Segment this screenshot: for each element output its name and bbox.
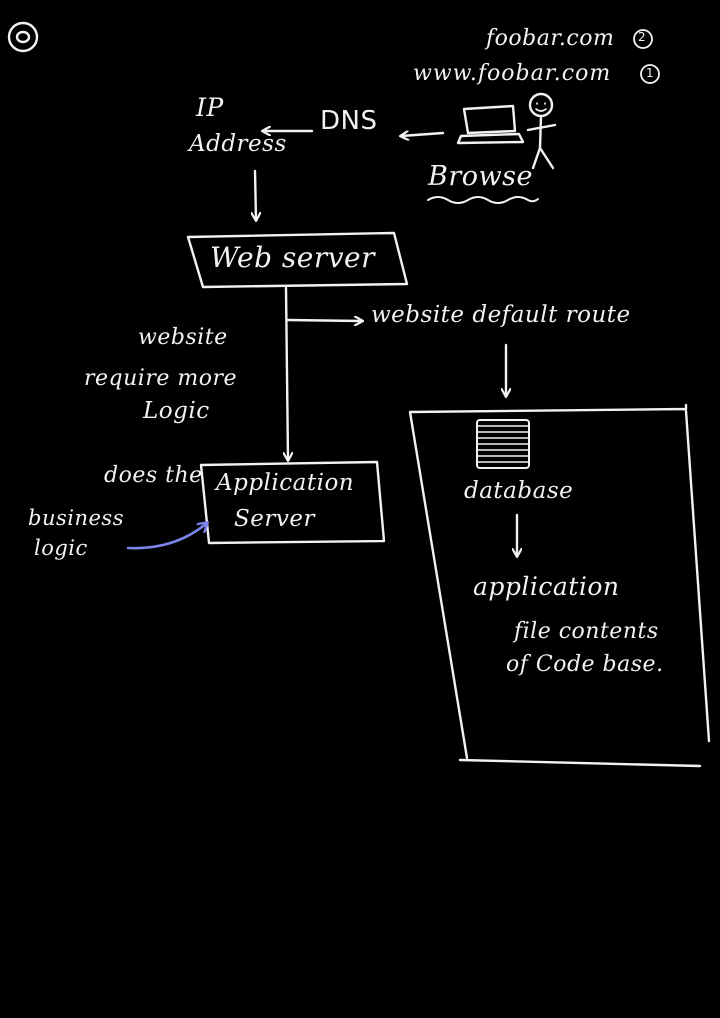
side-note-line1: website bbox=[138, 325, 228, 350]
codebase-box bbox=[408, 403, 711, 768]
app-server-label-line1: Application bbox=[216, 470, 355, 496]
business-logic-line2: logic bbox=[34, 536, 88, 560]
database-icon bbox=[476, 419, 530, 469]
secondary-domain-marker: 2 bbox=[638, 30, 647, 44]
browse-label: Browse bbox=[428, 161, 533, 192]
arrow-business-logic-to-appserver bbox=[126, 523, 207, 550]
default-route-label: website default route bbox=[371, 302, 631, 328]
primary-domain-label: www.foobar.com bbox=[413, 61, 612, 86]
side-note-line2: require more bbox=[84, 366, 237, 391]
secondary-domain-label: foobar.com bbox=[486, 26, 615, 51]
web-server-label: Web server bbox=[210, 241, 375, 274]
browse-underline bbox=[427, 196, 539, 204]
laptop-icon bbox=[456, 104, 525, 145]
primary-domain-marker: 1 bbox=[646, 66, 655, 80]
database-label: database bbox=[464, 478, 574, 504]
arrow-ip-to-webserver bbox=[255, 169, 256, 220]
file-contents-line1: file contents bbox=[514, 619, 659, 644]
arrow-webserver-to-default-route bbox=[285, 320, 362, 321]
ip-label-line2: Address bbox=[189, 131, 287, 157]
app-server-prefix: does the bbox=[104, 463, 203, 488]
app-server-label-line2: Server bbox=[234, 506, 315, 532]
dns-label: DNS bbox=[320, 106, 378, 136]
domain-marker-circle-1 bbox=[640, 64, 660, 84]
arrow-browser-to-dns bbox=[401, 133, 445, 136]
ip-label-line1: IP bbox=[196, 93, 224, 122]
page-number-circle bbox=[7, 21, 39, 53]
user-icon bbox=[526, 92, 557, 170]
app-server-box bbox=[199, 460, 386, 545]
application-label: application bbox=[473, 572, 620, 601]
arrow-webserver-to-appserver bbox=[286, 286, 288, 460]
business-logic-line1: business bbox=[28, 506, 124, 530]
side-note-line3: Logic bbox=[143, 398, 210, 424]
page-number-inner-ring bbox=[15, 30, 31, 44]
domain-marker-circle-2 bbox=[633, 29, 653, 49]
file-contents-line2: of Code base. bbox=[506, 652, 664, 677]
web-server-box bbox=[186, 231, 409, 289]
